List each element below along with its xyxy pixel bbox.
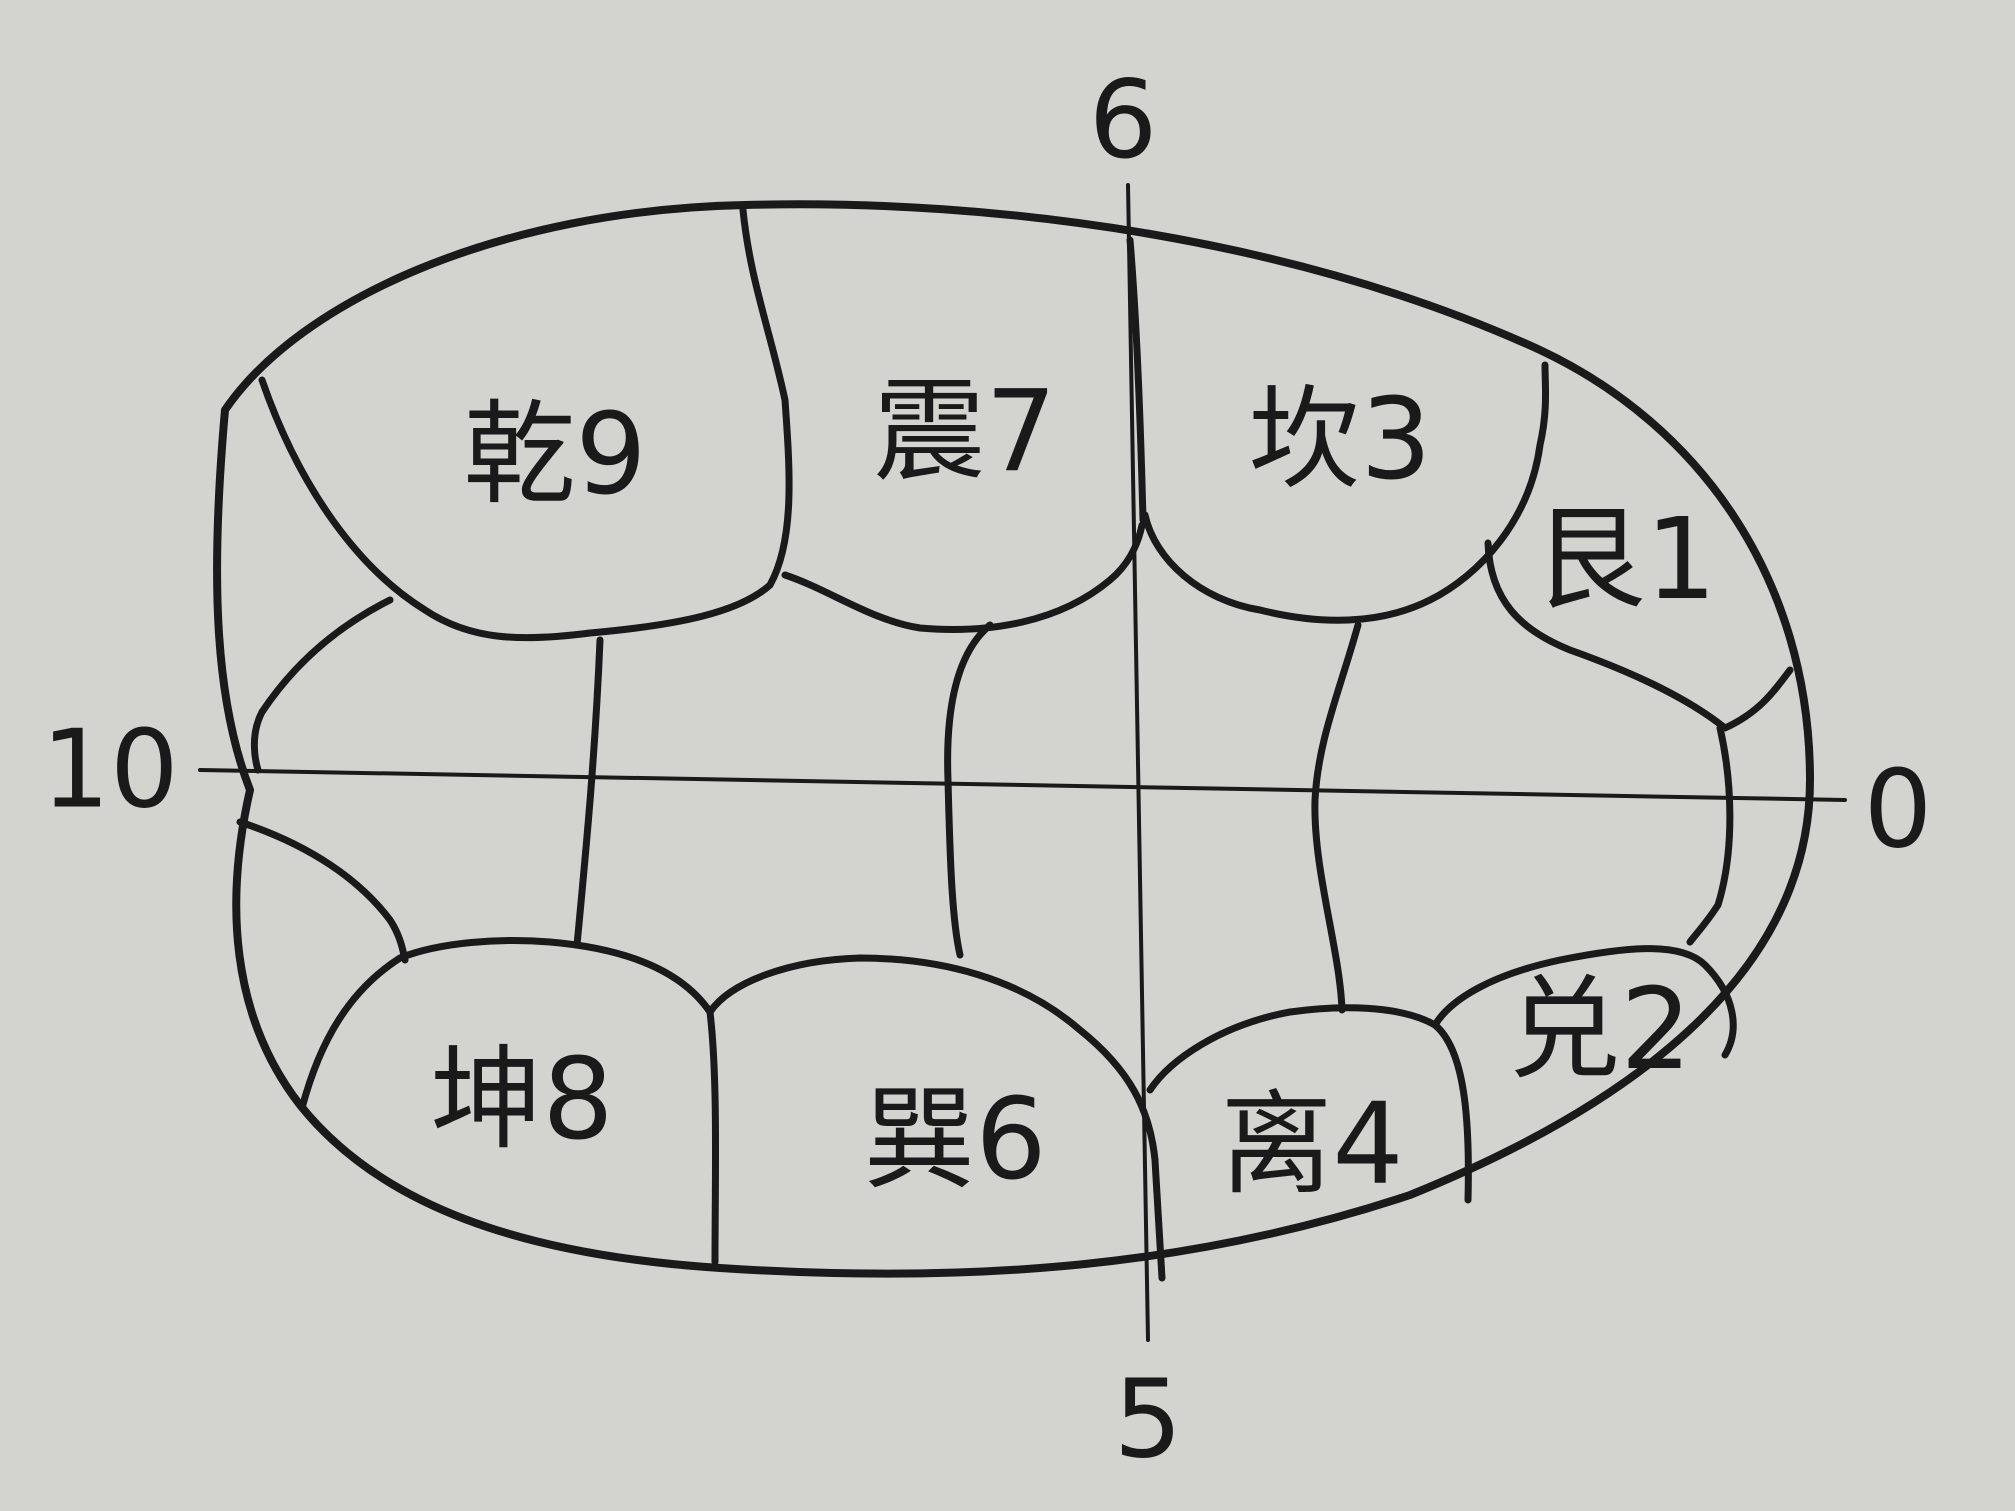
plate-gen-outline (1484, 539, 1794, 732)
plate-kun-outline (298, 937, 720, 1266)
seam-1 (573, 636, 604, 949)
plate-kan-outline (1141, 361, 1550, 624)
trigram-kun: 坤 (430, 1035, 542, 1165)
region-qian: 乾9 (463, 390, 646, 520)
number-xun: 6 (975, 1075, 1046, 1205)
number-li: 4 (1332, 1080, 1403, 1210)
trigram-li: 离 (1220, 1080, 1332, 1210)
region-kan: 坎3 (1248, 375, 1431, 505)
shell-outline (213, 200, 1814, 1278)
horizontal-axis (198, 768, 1847, 802)
trigram-dui: 兑 (1508, 965, 1620, 1095)
region-zhen: 震7 (873, 367, 1056, 497)
trigram-xun: 巽 (863, 1075, 975, 1205)
region-dui: 兑2 (1508, 965, 1691, 1095)
region-gen: 艮1 (1533, 495, 1716, 625)
region-xun: 巽6 (863, 1075, 1046, 1205)
vertical-axis (1126, 183, 1150, 1342)
number-zhen: 7 (985, 367, 1056, 497)
number-kun: 8 (542, 1035, 613, 1165)
region-kun: 坤8 (430, 1035, 613, 1165)
plate-dui-outline (1431, 945, 1737, 1059)
seam-3 (1311, 621, 1362, 1014)
seam-left-lower (236, 818, 409, 964)
trigram-gen: 艮 (1533, 495, 1645, 625)
region-li: 离4 (1220, 1080, 1403, 1210)
axis-label-left: 10 (41, 708, 178, 833)
number-dui: 2 (1620, 965, 1691, 1095)
number-gen: 1 (1645, 495, 1716, 625)
axis-label-right: 0 (1864, 748, 1933, 873)
plate-xun-outline (706, 954, 1166, 1282)
axis-label-bottom: 5 (1114, 1358, 1183, 1483)
seam-2 (944, 621, 994, 959)
plate-qian-outline (258, 206, 793, 642)
center-seam (1126, 236, 1147, 524)
number-qian: 9 (575, 390, 646, 520)
seam-right (1686, 724, 1734, 946)
plate-zhen-outline (781, 521, 1146, 633)
trigram-qian: 乾 (463, 390, 575, 520)
trigram-kan: 坎 (1248, 375, 1360, 505)
plate-li-outline (1146, 1004, 1472, 1204)
seam-left-upper (250, 596, 394, 774)
number-kan: 3 (1360, 375, 1431, 505)
trigram-zhen: 震 (873, 367, 985, 497)
axis-label-top: 9 (1089, 53, 1158, 178)
